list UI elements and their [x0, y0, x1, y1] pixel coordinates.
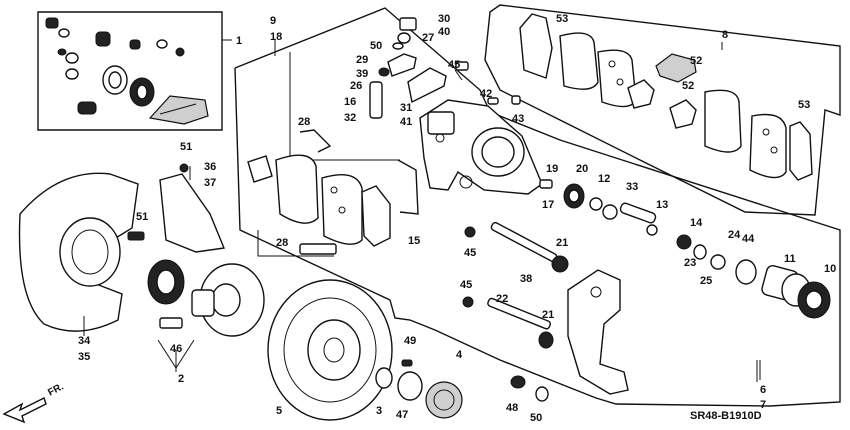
callout-label-21: 21: [556, 237, 568, 249]
callout-label-51: 51: [136, 211, 148, 223]
callout-label-24: 24: [728, 229, 741, 241]
callout-label-45: 45: [460, 279, 472, 291]
callout-label-10: 10: [824, 263, 836, 275]
callout-label-50: 50: [530, 412, 542, 424]
callout-label-31: 31: [400, 102, 412, 114]
callout-label-6: 6: [760, 384, 766, 396]
diagram-code: SR48-B1910D: [690, 410, 762, 422]
hub-bearing: [147, 259, 265, 337]
callout-label-29: 29: [356, 54, 368, 66]
callout-label-43: 43: [512, 113, 524, 125]
callout-label-49: 49: [404, 335, 416, 347]
caliper-body: [369, 17, 543, 195]
callout-label-27: 27: [422, 32, 434, 44]
callout-label-39: 39: [356, 68, 368, 80]
callout-label-41: 41: [400, 116, 412, 128]
callout-label-11: 11: [784, 253, 796, 265]
callout-label-21: 21: [542, 309, 554, 321]
callout-label-7: 7: [760, 399, 766, 411]
callout-label-51: 51: [180, 141, 192, 153]
callout-label-37: 37: [204, 177, 216, 189]
callout-label-14: 14: [690, 217, 703, 229]
callout-label-26: 26: [350, 80, 362, 92]
callout-label-47: 47: [396, 409, 408, 421]
callout-label-30: 30: [438, 13, 450, 25]
front-direction-arrow: [2, 397, 47, 424]
callout-label-46: 46: [170, 343, 182, 355]
callout-label-17: 17: [542, 199, 554, 211]
callout-label-53: 53: [798, 99, 810, 111]
callout-label-44: 44: [742, 233, 755, 245]
callout-label-48: 48: [506, 402, 518, 414]
callout-label-12: 12: [598, 173, 610, 185]
callout-label-13: 13: [656, 199, 668, 211]
callout-label-23: 23: [684, 257, 696, 269]
callout-label-28: 28: [276, 237, 288, 249]
callout-label-18: 18: [270, 31, 282, 43]
leader-lines: [83, 42, 758, 382]
callout-label-9: 9: [270, 15, 276, 27]
callout-label-52: 52: [690, 55, 702, 67]
bracket-and-pins: [462, 221, 629, 395]
pad-set-group: [484, 4, 841, 216]
piston-row: [539, 179, 831, 319]
small-parts-bottom: [375, 359, 549, 419]
callout-label-45: 45: [464, 247, 476, 259]
callout-label-34: 34: [78, 335, 91, 347]
callout-label-25: 25: [700, 275, 712, 287]
callout-label-28: 28: [298, 116, 310, 128]
brake-disc: [267, 279, 393, 421]
callout-label-53: 53: [556, 13, 568, 25]
callout-label-4: 4: [456, 349, 463, 361]
inner-pads: [247, 129, 419, 257]
callout-label-16: 16: [344, 96, 356, 108]
callout-label-2: 2: [178, 373, 184, 385]
callout-label-15: 15: [408, 235, 420, 247]
splash-shield: [18, 163, 225, 332]
seal-kit-group: [37, 11, 232, 131]
callout-label-20: 20: [576, 163, 588, 175]
callout-label-50: 50: [370, 40, 382, 52]
callout-label-8: 8: [722, 29, 728, 41]
callout-label-3: 3: [376, 405, 382, 417]
callout-label-33: 33: [626, 181, 638, 193]
callout-label-5: 5: [276, 405, 282, 417]
callout-label-22: 22: [496, 293, 508, 305]
callout-label-40: 40: [438, 26, 450, 38]
callout-label-38: 38: [520, 273, 532, 285]
callout-label-52: 52: [682, 80, 694, 92]
callout-label-35: 35: [78, 351, 90, 363]
callout-label-1: 1: [236, 35, 242, 47]
callout-label-42: 42: [480, 88, 492, 100]
callout-label-45: 45: [448, 59, 460, 71]
callout-label-32: 32: [344, 112, 356, 124]
front-direction-label: FR.: [46, 381, 66, 398]
callout-label-36: 36: [204, 161, 216, 173]
callout-label-19: 19: [546, 163, 558, 175]
